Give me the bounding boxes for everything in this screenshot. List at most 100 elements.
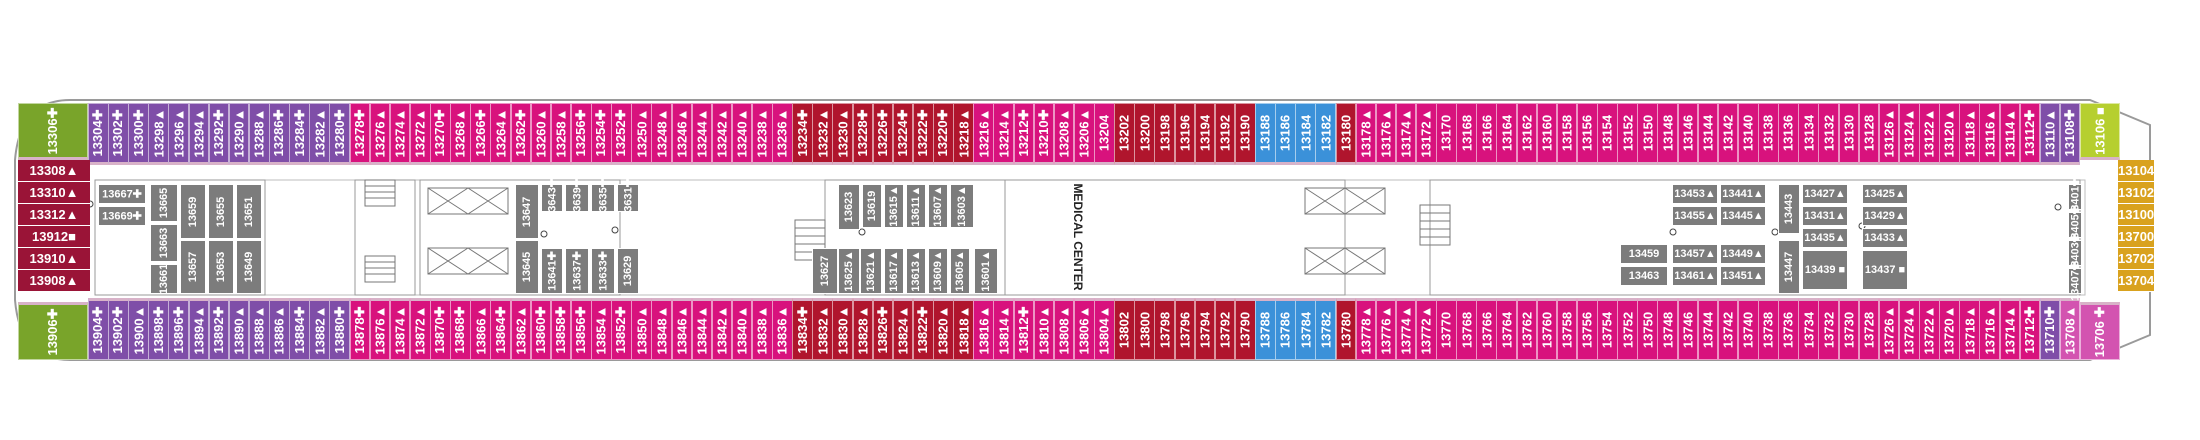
cabin-13842[interactable]: 13842▲	[711, 298, 733, 360]
cabin-13306[interactable]: 13306✚	[18, 103, 88, 160]
cabin-13824[interactable]: 13824▲	[892, 298, 914, 360]
cabin-13268[interactable]: 13268▲	[450, 103, 471, 165]
cabin-13242[interactable]: 13242▲	[711, 103, 733, 165]
cabin-13190[interactable]: 13190	[1234, 103, 1256, 165]
cabin-13840[interactable]: 13840▲	[731, 298, 753, 360]
cabin-13160[interactable]: 13160	[1536, 103, 1558, 165]
cabin-13300[interactable]: 13300✚	[128, 103, 149, 165]
cabin-13712[interactable]: 13712✚	[2019, 298, 2041, 360]
cabin-13116[interactable]: 13116▲	[1979, 103, 2000, 165]
cabin-13854[interactable]: 13854▲	[591, 298, 612, 360]
cabin-13110[interactable]: 13110▲	[2039, 103, 2061, 165]
cabin-13838[interactable]: 13838▲	[752, 298, 773, 360]
cabin-13890[interactable]: 13890▲	[228, 298, 250, 360]
cabin-13146[interactable]: 13146	[1677, 103, 1699, 165]
cabin-13896[interactable]: 13896✚	[168, 298, 190, 360]
cabin-13284[interactable]: 13284✚	[289, 103, 310, 165]
cabin-13892[interactable]: 13892✚	[208, 298, 230, 360]
cabin-13619[interactable]: 13619	[862, 184, 882, 228]
cabin-13852[interactable]: 13852✚	[611, 298, 632, 360]
cabin-13441[interactable]: 13441▲	[1720, 184, 1766, 204]
cabin-13601[interactable]: 13601▲	[974, 248, 998, 294]
cabin-13236[interactable]: 13236▲	[772, 103, 793, 165]
cabin-13174[interactable]: 13174▲	[1395, 103, 1417, 165]
cabin-13836[interactable]: 13836▲	[772, 298, 793, 360]
cabin-13772[interactable]: 13772▲	[1416, 298, 1437, 360]
cabin-13154[interactable]: 13154	[1597, 103, 1618, 165]
cabin-13144[interactable]: 13144	[1697, 103, 1719, 165]
cabin-13617[interactable]: 13617▲	[884, 248, 904, 294]
cabin-13134[interactable]: 13134	[1798, 103, 1819, 165]
cabin-13445[interactable]: 13445▲	[1720, 206, 1766, 226]
cabin-13752[interactable]: 13752	[1617, 298, 1638, 360]
cabin-13304[interactable]: 13304✚	[88, 103, 109, 165]
cabin-13800[interactable]: 13800	[1134, 298, 1155, 360]
cabin-13435[interactable]: 13435▲	[1802, 228, 1848, 248]
cabin-13846[interactable]: 13846▲	[671, 298, 693, 360]
cabin-13294[interactable]: 13294▲	[188, 103, 210, 165]
cabin-13720[interactable]: 13720▲	[1939, 298, 1960, 360]
cabin-13194[interactable]: 13194	[1194, 103, 1216, 165]
cabin-13657[interactable]: 13657	[180, 240, 206, 294]
cabin-13878[interactable]: 13878✚	[349, 298, 371, 360]
cabin-13796[interactable]: 13796	[1174, 298, 1196, 360]
cabin-13449[interactable]: 13449▲	[1720, 244, 1766, 264]
cabin-13856[interactable]: 13856✚	[570, 298, 592, 360]
cabin-13900[interactable]: 13900▲	[128, 298, 149, 360]
cabin-13106[interactable]: 13106 ■	[2080, 103, 2120, 160]
cabin-13126[interactable]: 13126▲	[1878, 103, 1900, 165]
cabin-13663[interactable]: 13663	[150, 224, 178, 262]
cabin-13310[interactable]: 13310▲	[18, 182, 90, 204]
cabin-13661[interactable]: 13661	[150, 264, 178, 294]
cabin-13439[interactable]: 13439 ■	[1802, 250, 1848, 290]
cabin-13742[interactable]: 13742	[1717, 298, 1739, 360]
cabin-13218[interactable]: 13218▲	[953, 103, 974, 165]
cabin-13716[interactable]: 13716▲	[1979, 298, 2000, 360]
cabin-13776[interactable]: 13776▲	[1375, 298, 1397, 360]
cabin-13210[interactable]: 13210✚	[1033, 103, 1055, 165]
cabin-13868[interactable]: 13868✚	[450, 298, 471, 360]
cabin-13762[interactable]: 13762	[1516, 298, 1538, 360]
cabin-13665[interactable]: 13665	[150, 184, 178, 222]
cabin-13806[interactable]: 13806▲	[1073, 298, 1095, 360]
cabin-13102[interactable]: 13102	[2118, 182, 2154, 204]
cabin-13756[interactable]: 13756	[1576, 298, 1598, 360]
cabin-13858[interactable]: 13858✚	[550, 298, 572, 360]
cabin-13246[interactable]: 13246▲	[671, 103, 693, 165]
cabin-13407[interactable]: 13407✚	[2068, 261, 2082, 301]
cabin-13280[interactable]: 13280✚	[329, 103, 351, 165]
cabin-13884[interactable]: 13884✚	[289, 298, 310, 360]
cabin-13124[interactable]: 13124▲	[1898, 103, 1920, 165]
cabin-13250[interactable]: 13250▲	[631, 103, 652, 165]
cabin-13302[interactable]: 13302✚	[108, 103, 129, 165]
cabin-13778[interactable]: 13778▲	[1355, 298, 1377, 360]
cabin-13605[interactable]: 13605▲	[950, 248, 970, 294]
cabin-13808[interactable]: 13808▲	[1053, 298, 1075, 360]
cabin-13200[interactable]: 13200	[1134, 103, 1155, 165]
cabin-13288[interactable]: 13288▲	[248, 103, 270, 165]
cabin-13172[interactable]: 13172▲	[1416, 103, 1437, 165]
cabin-13649[interactable]: 13649	[236, 240, 262, 294]
cabin-13230[interactable]: 13230▲	[832, 103, 854, 165]
cabin-13459[interactable]: 13459	[1620, 244, 1668, 264]
cabin-13405[interactable]: 13405✚	[2068, 205, 2082, 245]
cabin-13758[interactable]: 13758	[1556, 298, 1578, 360]
cabin-13818[interactable]: 13818▲	[953, 298, 974, 360]
cabin-13158[interactable]: 13158	[1556, 103, 1578, 165]
cabin-13910[interactable]: 13910▲	[18, 248, 90, 270]
cabin-13148[interactable]: 13148	[1657, 103, 1679, 165]
cabin-13754[interactable]: 13754	[1597, 298, 1618, 360]
cabin-13832[interactable]: 13832▲	[812, 298, 833, 360]
cabin-13244[interactable]: 13244▲	[691, 103, 713, 165]
cabin-13700[interactable]: 13700✚	[2118, 226, 2165, 248]
cabin-13637[interactable]: 13637✚	[565, 248, 589, 294]
cabin-13152[interactable]: 13152	[1617, 103, 1638, 165]
cabin-13220[interactable]: 13220✚	[933, 103, 954, 165]
cabin-13738[interactable]: 13738	[1758, 298, 1779, 360]
cabin-13718[interactable]: 13718▲	[1959, 298, 1980, 360]
cabin-13224[interactable]: 13224✚	[892, 103, 914, 165]
cabin-13744[interactable]: 13744	[1697, 298, 1719, 360]
cabin-13902[interactable]: 13902✚	[108, 298, 129, 360]
cabin-13122[interactable]: 13122▲	[1919, 103, 1940, 165]
cabin-13403[interactable]: 13403✚	[2068, 233, 2082, 273]
